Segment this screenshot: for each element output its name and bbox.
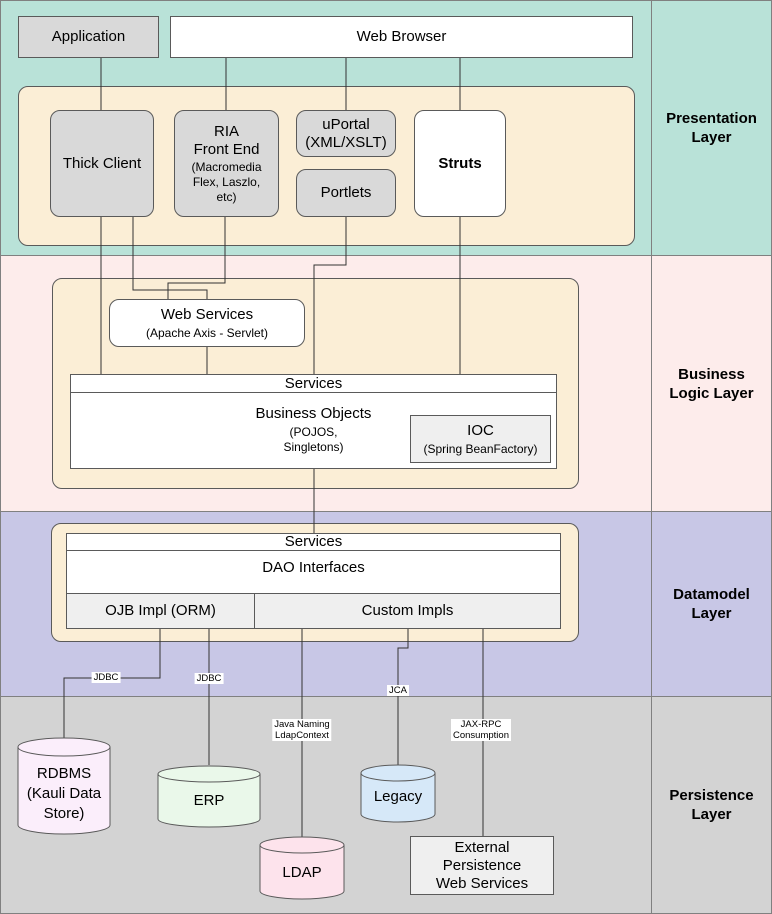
rdbms-label: RDBMS (Kauli Data Store) — [26, 765, 102, 822]
erp-label: ERP — [193, 792, 225, 809]
jca-label: JCA — [387, 685, 409, 696]
rdbms-database-icon: RDBMS (Kauli Data Store) — [17, 737, 111, 835]
ria-title: RIA Front End — [193, 122, 260, 158]
business-layer-label: Business Logic Layer — [651, 255, 772, 512]
custom-impls-box: Custom Impls — [254, 593, 561, 629]
business-objects-subtitle: (POJOS, Singletons) — [283, 425, 344, 454]
web-services-box: Web Services (Apache Axis - Servlet) — [109, 299, 305, 347]
ldap-database-icon: LDAP — [259, 836, 345, 900]
web-browser-box: Web Browser — [170, 16, 633, 58]
uportal-box: uPortal (XML/XSLT) — [296, 110, 396, 157]
business-objects-title: Business Objects — [255, 405, 372, 422]
ldap-label: LDAP — [282, 864, 322, 881]
dao-interfaces-box: DAO Interfaces — [66, 550, 561, 594]
web-services-subtitle: (Apache Axis - Servlet) — [145, 325, 269, 340]
ioc-title: IOC — [467, 421, 494, 439]
jdbc-label-1: JDBC — [91, 672, 121, 683]
ria-front-end-box: RIA Front End (Macromedia Flex, Laszlo, … — [174, 110, 279, 217]
ria-subtitle: (Macromedia Flex, Laszlo, etc) — [191, 159, 262, 204]
external-web-services-box: External Persistence Web Services — [410, 836, 554, 895]
ojb-impl-box: OJB Impl (ORM) — [66, 593, 255, 629]
erp-database-icon: ERP — [157, 765, 261, 828]
legacy-label: Legacy — [373, 788, 423, 805]
presentation-layer-label: Presentation Layer — [651, 0, 772, 256]
ioc-box: IOC (Spring BeanFactory) — [410, 415, 551, 463]
ioc-subtitle: (Spring BeanFactory) — [423, 441, 538, 456]
persistence-layer-label: Persistence Layer — [651, 696, 772, 914]
jdbc-label-2: JDBC — [194, 673, 224, 684]
application-box: Application — [18, 16, 159, 58]
thick-client-box: Thick Client — [50, 110, 154, 217]
java-naming-label: Java Naming LdapContext — [272, 719, 332, 741]
portlets-box: Portlets — [296, 169, 396, 217]
datamodel-layer-label: Datamodel Layer — [651, 511, 772, 697]
struts-box: Struts — [414, 110, 506, 217]
legacy-database-icon: Legacy — [360, 764, 436, 823]
business-services-bar: Services — [70, 374, 557, 393]
jax-rpc-label: JAX-RPC Consumption — [451, 719, 511, 741]
web-services-title: Web Services — [160, 305, 254, 323]
datamodel-services-bar: Services — [66, 533, 561, 551]
